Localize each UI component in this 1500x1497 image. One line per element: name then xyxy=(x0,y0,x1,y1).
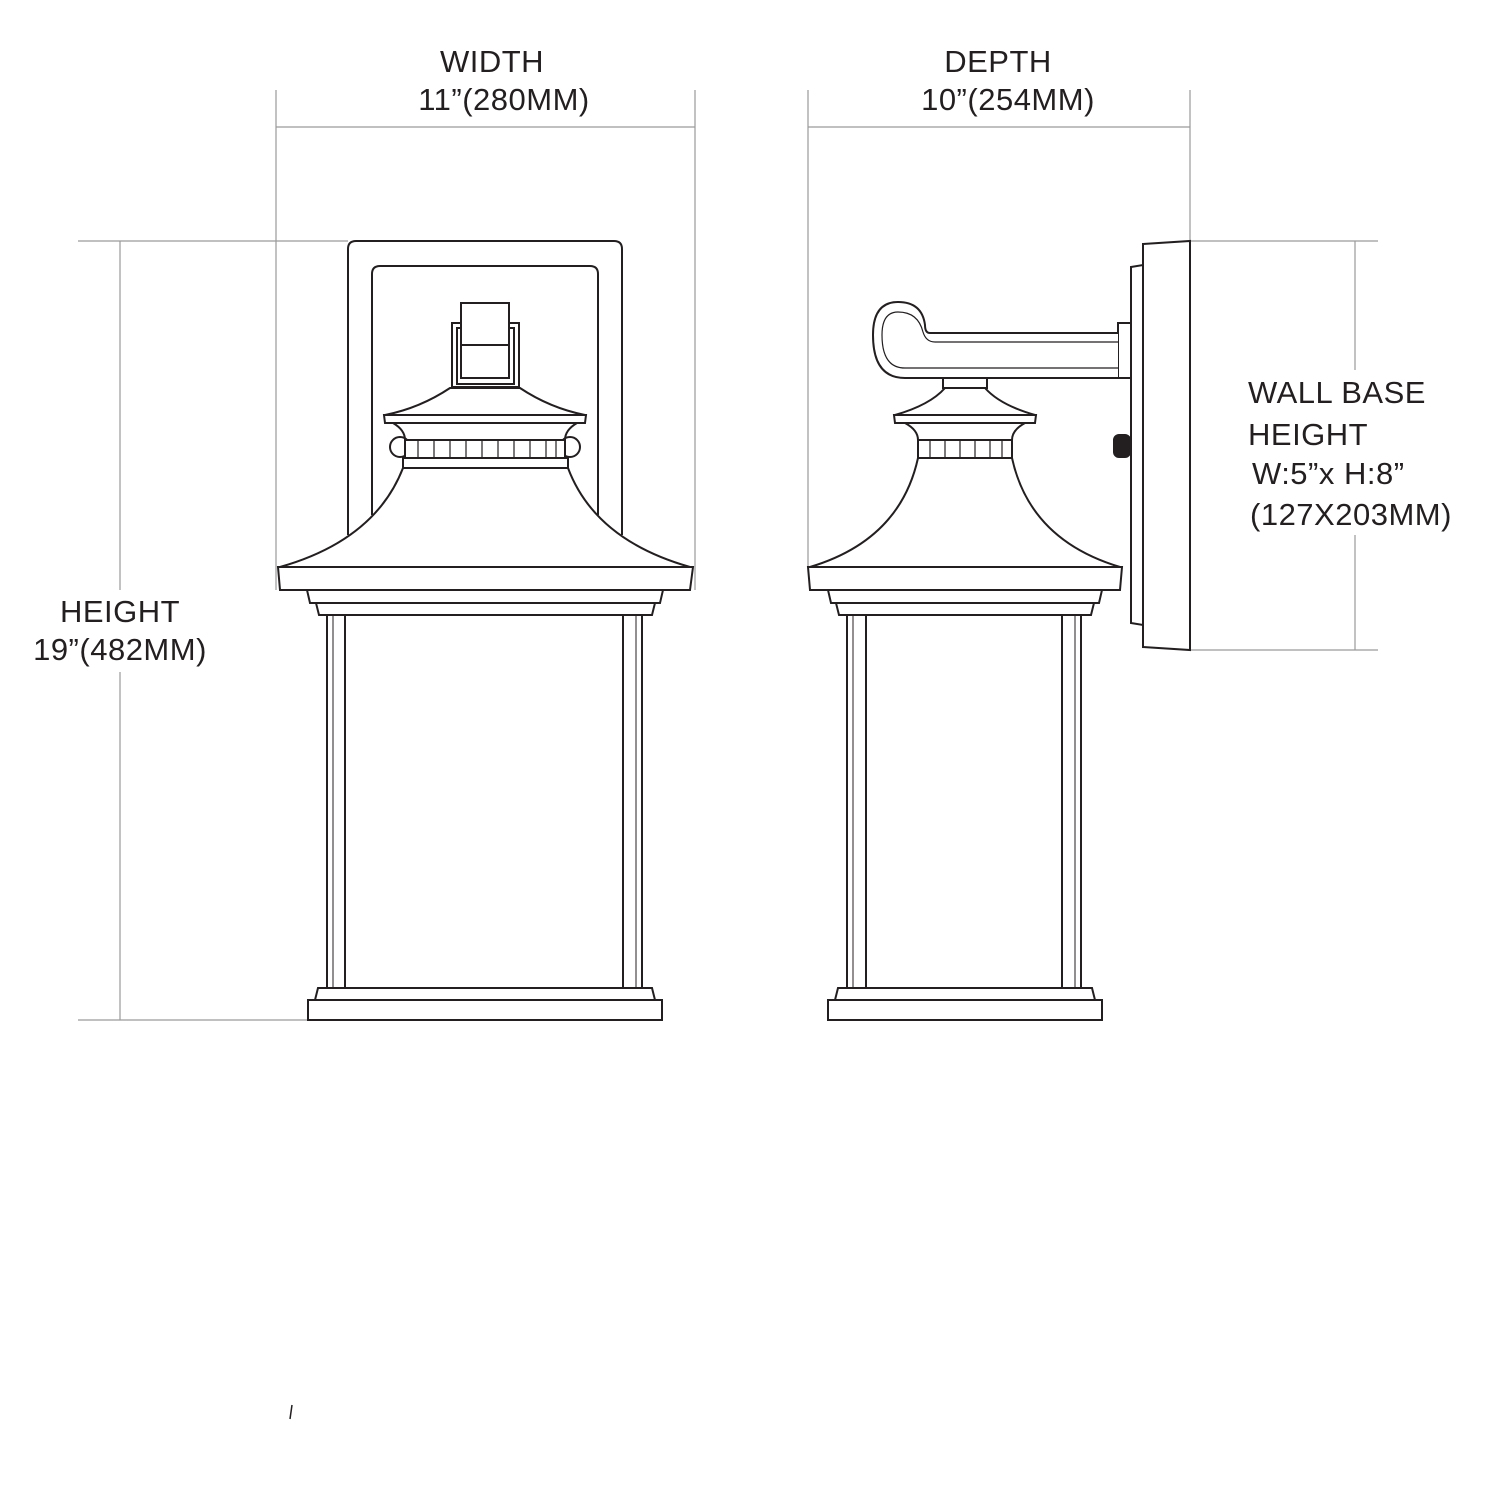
width-value: 11”(280MM) xyxy=(418,82,590,117)
post-right xyxy=(622,614,643,989)
height-value: 19”(482MM) xyxy=(33,632,207,667)
dimension-lines xyxy=(78,90,1378,1021)
wall-base-line1: WALL BASE xyxy=(1248,375,1426,410)
bolt xyxy=(1113,434,1131,458)
front-view-lantern xyxy=(276,240,695,1021)
wall-base-line4: (127X203MM) xyxy=(1250,497,1452,532)
wall-base-line3: W:5”x H:8” xyxy=(1252,456,1405,491)
wall-base-line2: HEIGHT xyxy=(1248,417,1369,452)
side-view-lantern xyxy=(806,239,1191,1021)
post-left xyxy=(326,614,346,989)
wall-plate xyxy=(1142,239,1191,652)
shade xyxy=(279,467,691,568)
height-title: HEIGHT xyxy=(59,594,181,629)
width-title: WIDTH xyxy=(439,44,545,79)
stray-mark xyxy=(289,1404,293,1420)
depth-title: DEPTH xyxy=(944,44,1052,79)
arm xyxy=(871,300,1118,379)
depth-value: 10”(254MM) xyxy=(921,82,1095,117)
